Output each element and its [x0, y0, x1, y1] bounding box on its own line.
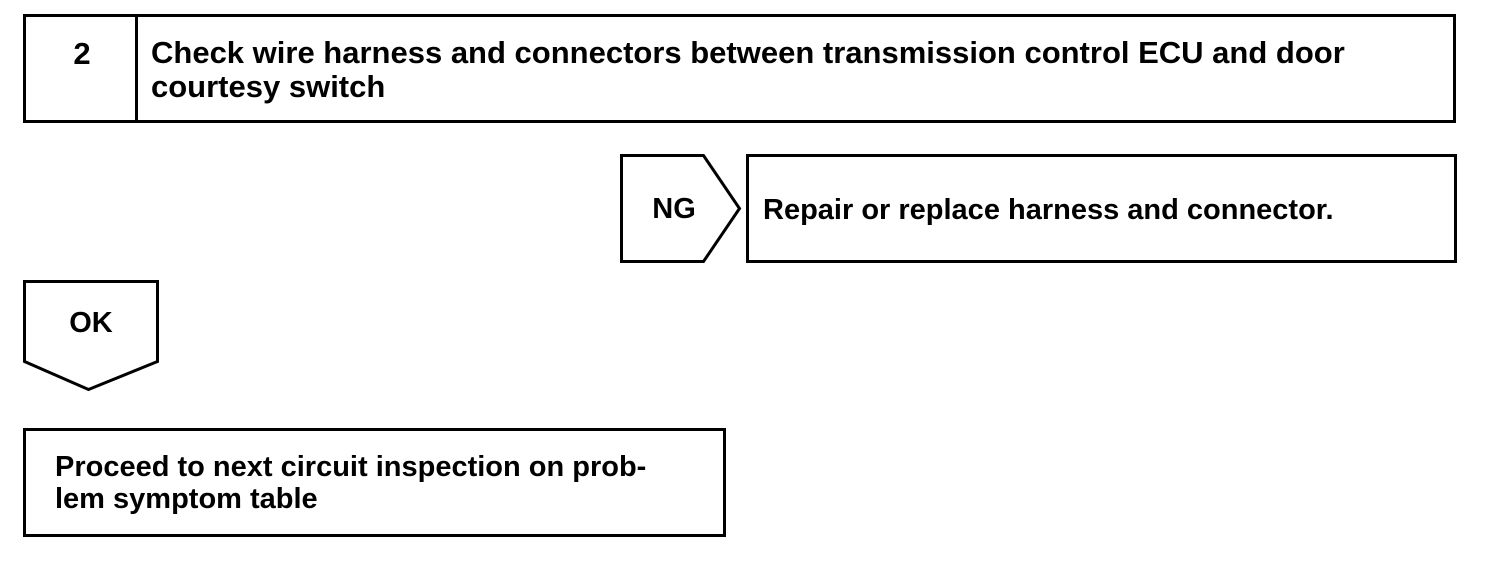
ok-arrow-shape: [23, 280, 159, 392]
ng-action-text: Repair or replace harness and connector.: [763, 194, 1334, 226]
ng-action-box: Repair or replace harness and connector.: [746, 154, 1457, 263]
step-number: 2: [73, 36, 91, 71]
step-box: 2 Check wire harness and connectors betw…: [23, 14, 1456, 123]
ok-action-box: Proceed to next circuit inspection on pr…: [23, 428, 726, 537]
step-title: Check wire harness and connectors betwee…: [151, 35, 1345, 104]
ng-label: NG: [652, 193, 696, 225]
step-number-cell: 2: [26, 17, 138, 120]
ok-label: OK: [69, 307, 113, 339]
ok-action-text: Proceed to next circuit inspection on pr…: [55, 451, 647, 515]
